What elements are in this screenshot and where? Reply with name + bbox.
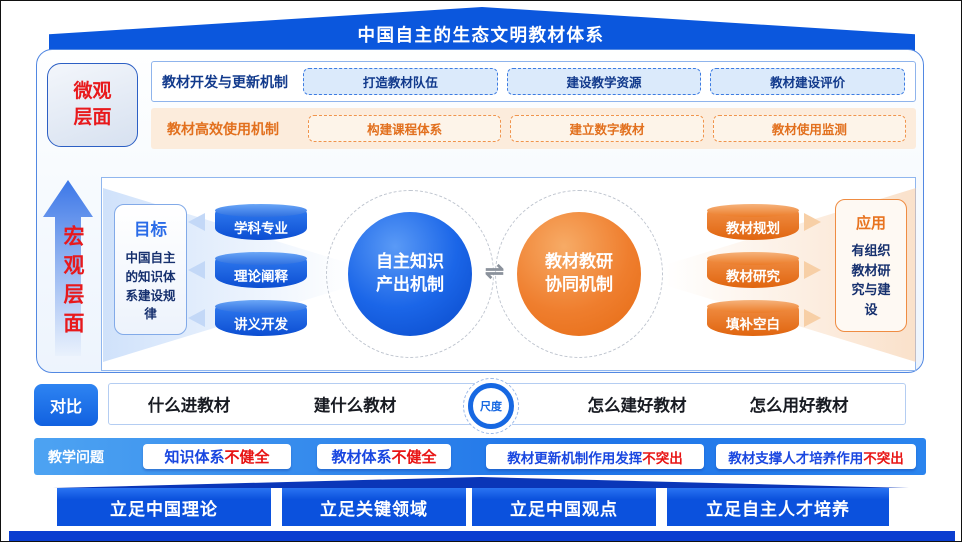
right-arrow-icon [804,213,821,231]
micro-level-label-box: 微观层面 [47,63,138,147]
right-arrow-icon [804,261,821,279]
bottom-bar [9,531,955,541]
mechanism-item: 打造教材队伍 [303,68,498,95]
mechanism-item: 教材使用监测 [712,115,906,142]
problem-item: 教材体系不健全 [317,444,451,469]
macro-level-label: 宏观层面 [61,225,84,341]
development-mechanism-label: 教材开发与更新机制 [162,73,288,90]
problem-item: 教材更新机制作用发挥不突出 [486,444,704,469]
input-cylinder: 学科专业 [215,204,307,240]
mechanism-item: 构建课程体系 [308,115,502,142]
comparison-item: 建什么教材 [313,397,397,415]
macro-panel: 目标 中国自主的知识体系建设规律 学科专业 理论阐释 讲义开发 自主知识产出机制… [101,177,916,371]
goal-text: 中国自主的知识体系建设规律 [125,251,176,322]
problem-text: 教材体系 [331,449,392,466]
goal-title: 目标 [134,221,167,239]
problems-bar: 教学问题 知识体系不健全 教材体系不健全 教材更新机制作用发挥不突出 教材支撑人… [34,438,926,475]
goal-box: 目标 中国自主的知识体系建设规律 [114,204,187,335]
left-arrow-icon [188,261,205,279]
foundation-item: 立足关键领域 [282,488,466,526]
knowledge-output-circle: 自主知识产出机制 [348,212,472,336]
dashed-ring [495,190,663,358]
problem-item: 知识体系不健全 [143,444,291,469]
mechanism-item: 建立数字教材 [510,115,704,142]
comparison-item: 怎么用好教材 [749,397,849,415]
left-arrow-icon [188,309,205,327]
comparison-label-box: 对比 [34,384,98,426]
usage-mechanism-row: 教材高效使用机制 构建课程体系 建立数字教材 教材使用监测 [151,108,916,149]
left-arrow-icon [188,213,205,231]
input-cylinder: 讲义开发 [215,300,307,336]
problem-text: 教材更新机制作用发挥 [507,450,643,466]
foundation-item: 立足中国理论 [57,488,271,526]
output-cylinder: 填补空白 [707,300,799,336]
application-text: 有组织教材研究与建设 [851,243,891,317]
cylinder-label: 学科专业 [234,220,288,236]
output-cylinder: 教材规划 [707,204,799,240]
comparison-item: 怎么建好教材 [587,397,687,415]
foundation-item: 立足中国观点 [472,488,656,526]
foundation-peak-shape [53,477,909,488]
cylinder-label: 填补空白 [726,316,780,332]
cylinder-top [707,252,799,265]
exchange-arrows-icon: ⇌ [484,258,505,284]
input-cylinder: 理论阐释 [215,252,307,288]
right-arrow-icon [804,309,821,327]
problem-highlight: 不健全 [224,449,270,466]
teaching-research-label: 教材教研协同机制 [545,252,613,294]
problems-label: 教学问题 [48,448,104,465]
teaching-research-circle: 教材教研协同机制 [517,212,641,336]
application-title: 应用 [855,215,886,232]
cylinder-top [707,300,799,313]
knowledge-output-label: 自主知识产出机制 [376,252,444,294]
cylinder-label: 教材规划 [726,220,780,236]
usage-mechanism-label: 教材高效使用机制 [167,120,279,137]
problem-text: 知识体系 [164,449,225,466]
problem-highlight: 不突出 [863,450,904,466]
comparison-item: 什么进教材 [147,397,231,415]
application-box: 应用 有组织教材研究与建设 [835,199,907,332]
problem-item: 教材支撑人才培养作用不突出 [716,444,916,469]
problem-highlight: 不突出 [642,450,683,466]
micro-level-label: 微观层面 [73,81,112,128]
problem-text: 教材支撑人才培养作用 [728,450,864,466]
cylinder-label: 教材研究 [726,268,780,284]
output-cylinder: 教材研究 [707,252,799,288]
cylinder-label: 讲义开发 [234,316,288,332]
scale-circle: 尺度 [468,383,514,429]
cylinder-top [215,204,307,217]
problem-highlight: 不健全 [391,449,437,466]
development-mechanism-row: 教材开发与更新机制 打造教材队伍 建设教学资源 教材建设评价 [151,61,916,102]
cylinder-label: 理论阐释 [234,268,288,284]
mechanism-item: 建设教学资源 [506,68,702,95]
cylinder-top [215,252,307,265]
foundation-item: 立足自主人才培养 [667,488,889,526]
cylinder-top [215,300,307,313]
dashed-ring [326,190,494,358]
cylinder-top [707,204,799,217]
diagram-title: 中国自主的生态文明教材体系 [357,25,605,45]
mechanism-item: 教材建设评价 [710,68,906,95]
